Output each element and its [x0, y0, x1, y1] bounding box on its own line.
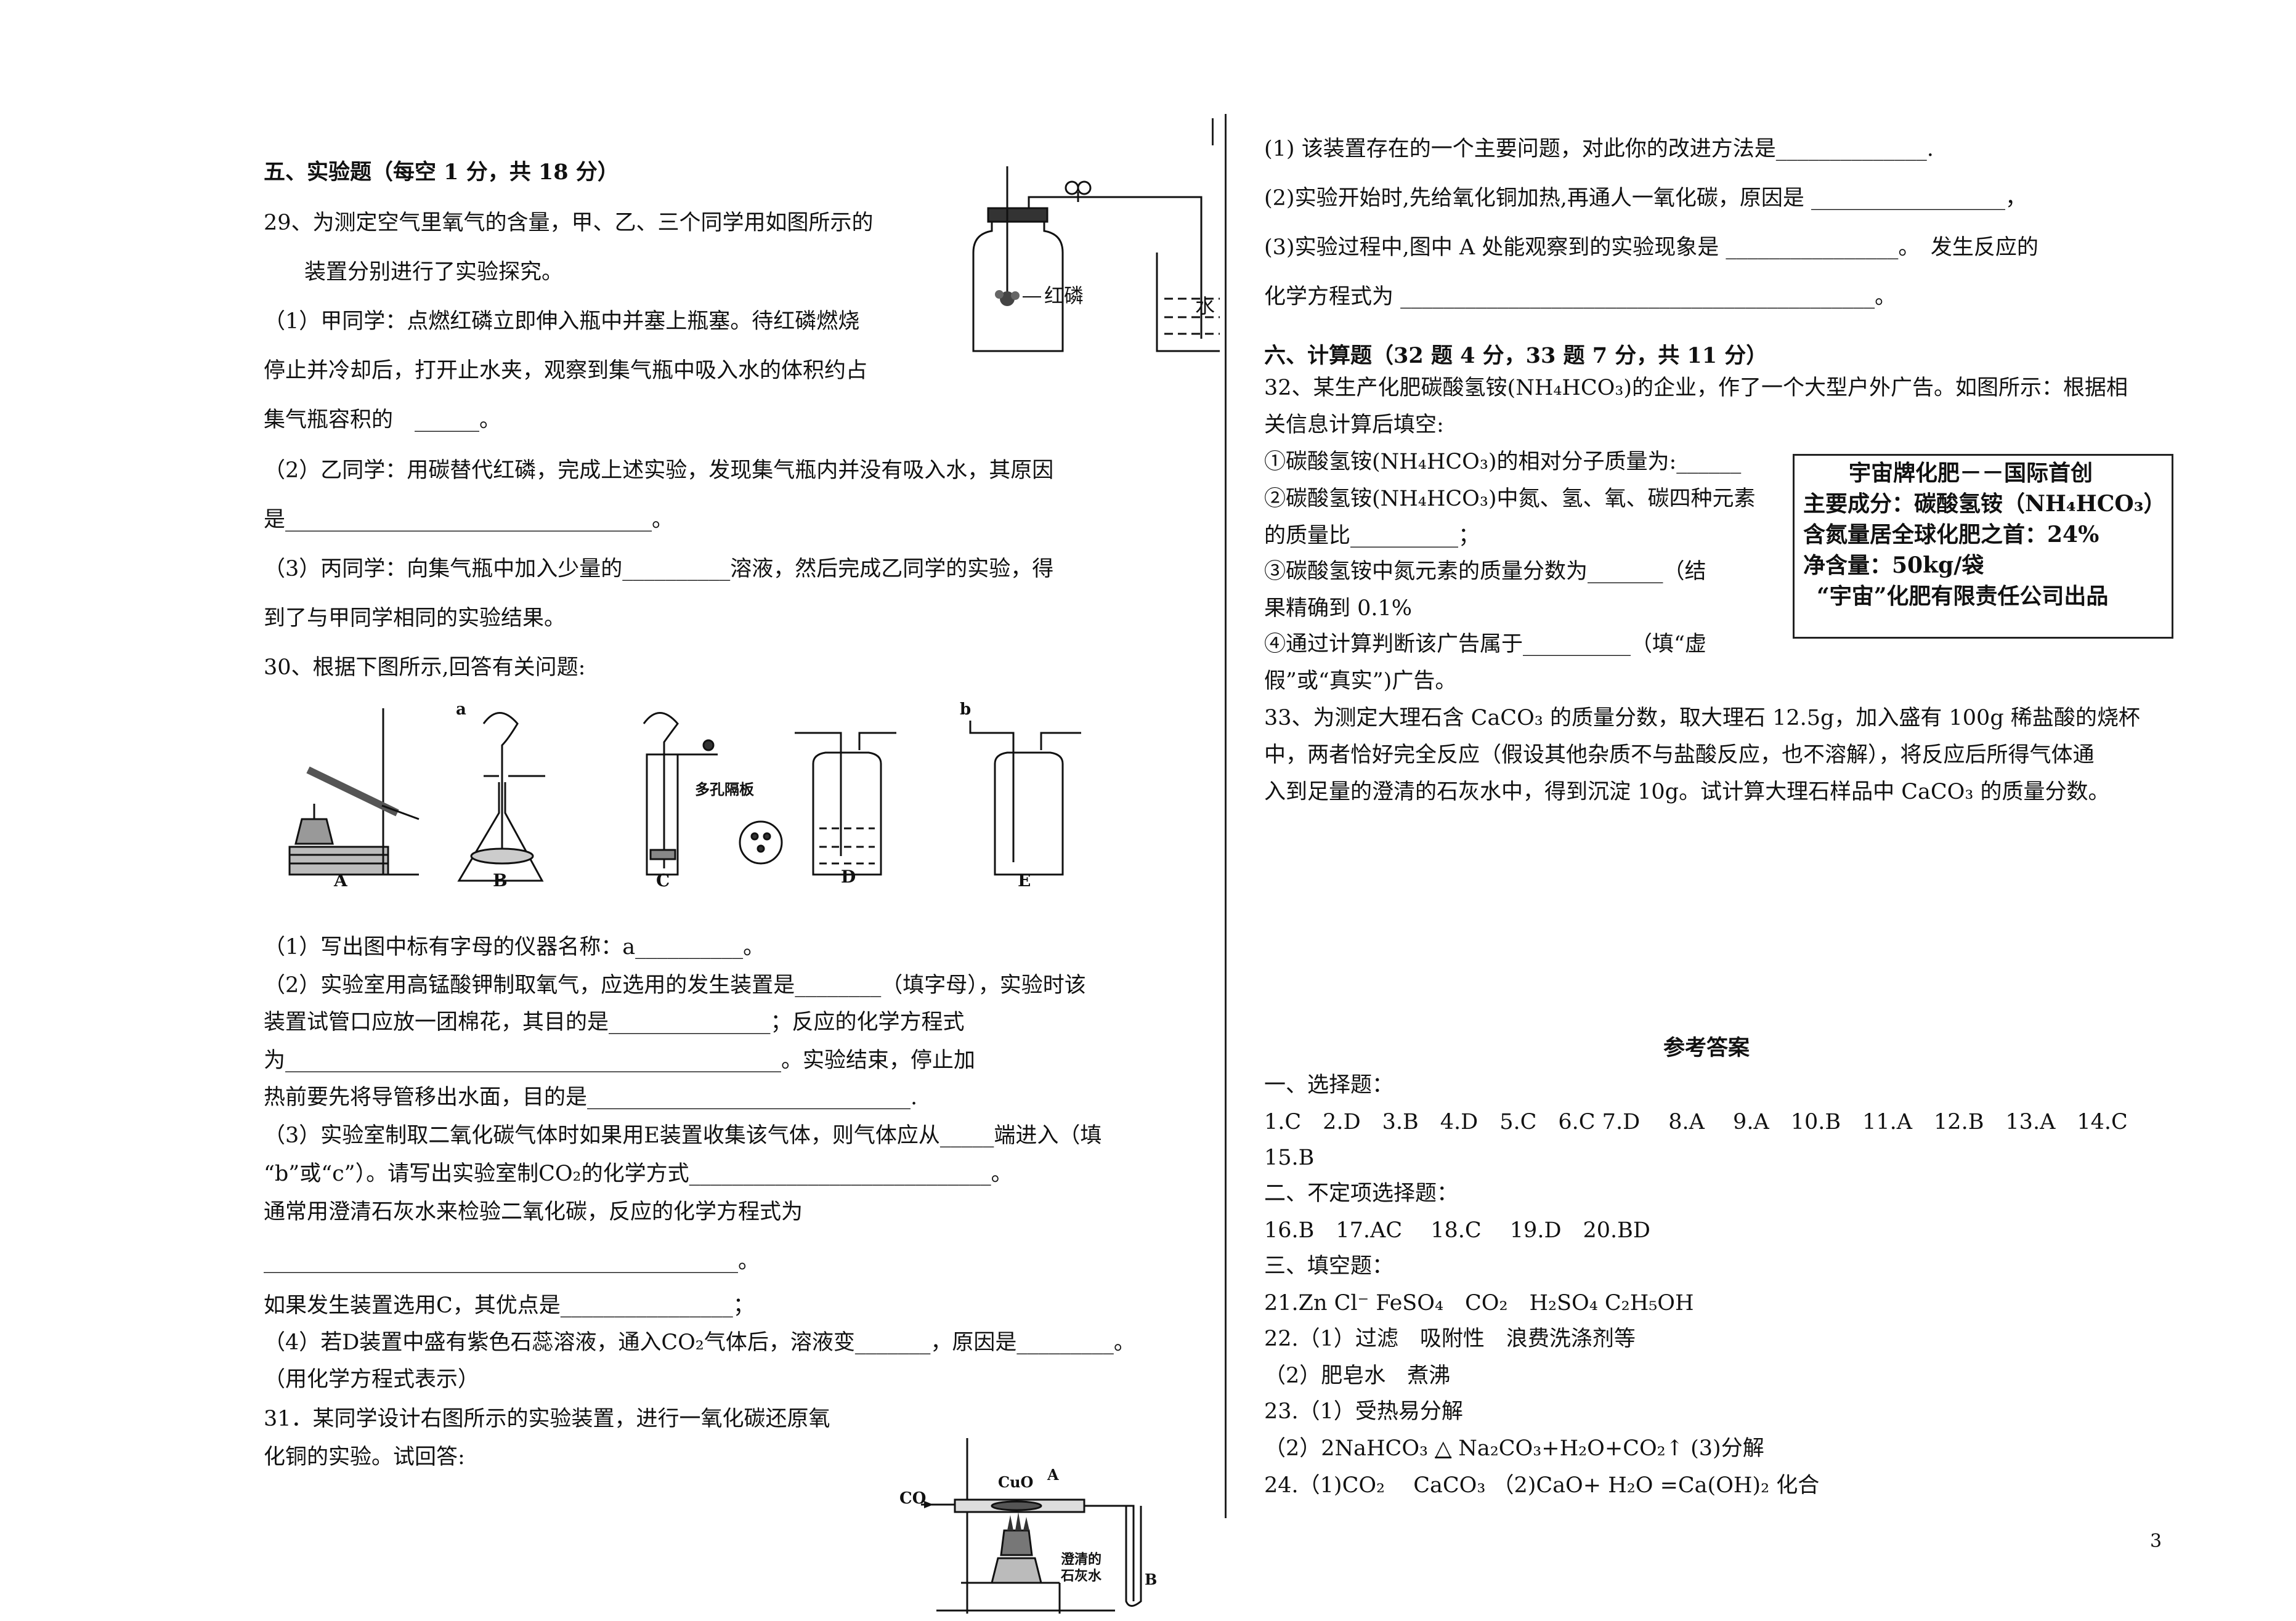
ad-line-company: “宇宙”化肥有限责任公司出品 [1817, 583, 2109, 609]
section-six-title: 六、计算题（32 题 4 分，33 题 7 分，共 11 分） [1264, 343, 1768, 368]
column-divider [1225, 114, 1227, 1518]
phosphorus-icon [995, 290, 1020, 306]
funnel-letter-a: a [456, 700, 466, 719]
answers-line-23: 23.（1）受热易分解 [1264, 1399, 1463, 1424]
q30-part3-5: 如果发生装置选用C，其优点是________________； [264, 1293, 755, 1318]
co-label: CO [899, 1489, 927, 1508]
q29-part1-text-2: 停止并冷却后，打开止水夹，观察到集气瓶中吸入水的体积约占 [264, 358, 868, 383]
q30-part1: （1）写出图中标有字母的仪器名称：a__________。 [264, 935, 765, 960]
page-number: 3 [2150, 1530, 2162, 1552]
flame-icon [1007, 1512, 1029, 1530]
section-five-title: 五、实验题（每空 1 分，共 18 分） [264, 160, 619, 185]
q29-text-2: 装置分别进行了实验探究。 [304, 260, 564, 285]
answers-line-23b: （2）2NaHCO₃ △ Na₂CO₃+H₂O+CO₂↑ (3)分解 [1264, 1435, 1764, 1462]
column-divider-mark [1212, 118, 1214, 145]
q32-part3-2: 果精确到 0.1% [1264, 596, 1413, 621]
q29-part1-text-3: 集气瓶容积的 ______。 [264, 408, 501, 432]
q29-apparatus-figure: 红磷 水 [961, 166, 1220, 360]
q33-text-1: 33、为测定大理石含 CaCO₃ 的质量分数，取大理石 12.5g，加入盛有 1… [1264, 706, 2140, 730]
q30-part4-1: （4）若D装置中盛有紫色石蕊溶液，通入CO₂气体后，溶液变_______，原因是… [264, 1330, 1135, 1355]
ad-line-weight: 净含量：50kg/袋 [1803, 552, 1984, 578]
q33-text-3: 入到足量的澄清的石灰水中，得到沉淀 10g。试计算大理石样品中 CaCO₃ 的质… [1264, 780, 2110, 804]
q31-part2: (2)实验开始时,先给氧化铜加热,再通人一氧化碳，原因是 ___________… [1264, 186, 2027, 211]
q29-part3-text-2: 到了与甲同学相同的实验结果。 [264, 606, 566, 631]
apparatus-label-d: D [841, 867, 856, 887]
ad-title: 宇宙牌化肥－－国际首创 [1849, 460, 2093, 486]
answers-line-2: 15.B [1264, 1146, 1315, 1170]
apparatus-label-e: E [1018, 870, 1031, 891]
q33-text-2: 中，两者恰好完全反应（假设其他杂质不与盐酸反应，也不溶解），将反应后所得气体通 [1264, 743, 2095, 767]
answers-line-1: 1.C 2.D 3.B 4.D 5.C 6.C 7.D 8.A 9.A 10.B… [1264, 1110, 2128, 1134]
answers-section-2: 二、不定项选择题： [1264, 1181, 1459, 1206]
answers-line-22b: （2）肥皂水 煮沸 [1264, 1364, 1451, 1388]
q31-text-2: 化铜的实验。试回答: [264, 1445, 465, 1469]
q32-part1: ①碳酸氢铵(NH₄HCO₃)的相对分子质量为:______ [1264, 450, 1742, 474]
answers-title: 参考答案 [1663, 1035, 1750, 1061]
answers-line-24: 24.（1)CO₂ CaCO₃ （2)CaO+ H₂O =Ca(OH)₂ 化合 [1264, 1473, 1820, 1498]
q30-text: 30、根据下图所示,回答有关问题: [264, 655, 586, 680]
q31-part3-1: (3)实验过程中,图中 A 处能观察到的实验现象是 ______________… [1264, 235, 2038, 260]
q31-part3-2: 化学方程式为 _________________________________… [1264, 285, 1897, 309]
q30-part4-2: （用化学方程式表示） [264, 1367, 480, 1392]
answers-line-3: 16.B 17.AC 18.C 19.D 20.BD [1264, 1218, 1650, 1243]
answers-section-3: 三、填空题： [1264, 1254, 1394, 1279]
porous-plate-label: 多孔隔板 [695, 780, 754, 798]
q29-text-1: 29、为测定空气里氧气的含量，甲、乙、三个同学用如图所示的 [264, 211, 874, 235]
q30-part2-1: （2）实验室用高锰酸钾制取氧气，应选用的发生装置是________（填字母），实… [264, 973, 1086, 998]
apparatus-label-c: C [656, 870, 670, 891]
answers-line-22: 22.（1）过滤 吸附性 浪费洗涤剂等 [1264, 1327, 1636, 1351]
point-b-label: B [1145, 1570, 1158, 1588]
water-label: 水 [1195, 294, 1215, 318]
q31-apparatus-figure: CO CuO A B 澄清的 石灰水 [899, 1432, 1207, 1617]
q30-part3-2: “b”或“c”）。请写出实验室制CO₂的化学方式________________… [264, 1162, 1013, 1186]
point-a-label: A [1047, 1466, 1059, 1484]
q29-part2-text-2: 是__________________________________。 [264, 507, 674, 532]
answers-23b-pre: （2）2NaHCO₃ [1264, 1436, 1435, 1461]
q32-part3-1: ③碳酸氢铵中氮元素的质量分数为_______（结 [1264, 559, 1706, 584]
q29-part1-text-1: （1）甲同学：点燃红磷立即伸入瓶中并塞上瓶塞。待红磷燃烧 [264, 309, 860, 334]
fertilizer-ad-box: 宇宙牌化肥－－国际首创 主要成分：碳酸氢铵（NH₄HCO₃） 含氮量居全球化肥之… [1793, 454, 2173, 639]
q30-part3-4: ________________________________________… [264, 1249, 760, 1274]
q32-text-1: 32、某生产化肥碳酸氢铵(NH₄HCO₃)的企业，作了一个大型户外广告。如图所示… [1264, 376, 2128, 400]
q32-part4-1: ④通过计算判断该广告属于__________（填“虚 [1264, 632, 1706, 657]
q30-apparatus-figure: A B C D E a b 多孔隔板 [283, 696, 1097, 899]
tube-letter-b: b [960, 700, 972, 719]
apparatus-label-b: B [493, 870, 508, 891]
cuo-label: CuO [998, 1473, 1034, 1491]
limewater-label-1: 澄清的 [1061, 1551, 1102, 1567]
q29-part2-text-1: （2）乙同学：用碳替代红磷，完成上述实验，发现集气瓶内并没有吸入水，其原因 [264, 458, 1054, 483]
q30-part3-3: 通常用澄清石灰水来检验二氧化碳，反应的化学方程式为 [264, 1200, 803, 1224]
q30-part2-2: 装置试管口应放一团棉花，其目的是_______________；反应的化学方程式 [264, 1010, 965, 1035]
q30-part2-4: 热前要先将导管移出水面，目的是_________________________… [264, 1085, 918, 1110]
q31-text-1: 31．某同学设计右图所示的实验装置，进行一氧化碳还原氧 [264, 1407, 830, 1431]
ad-line-ingredient: 主要成分：碳酸氢铵（NH₄HCO₃） [1803, 491, 2166, 517]
answers-section-1: 一、选择题： [1264, 1073, 1394, 1098]
q31-part1: (1) 该装置存在的一个主要问题，对此你的改进方法是______________… [1264, 137, 1934, 161]
q32-part4-2: 假”或“真实”)广告。 [1264, 669, 1457, 693]
apparatus-label-a: A [334, 870, 347, 891]
ad-line-nitrogen: 含氮量居全球化肥之首：24% [1803, 522, 2099, 548]
q32-part2-1: ②碳酸氢铵(NH₄HCO₃)中氮、氢、氧、碳四种元素 [1264, 487, 1756, 511]
limewater-label-2: 石灰水 [1061, 1568, 1102, 1584]
heat-triangle-icon: △ [1435, 1436, 1452, 1461]
answers-line-21: 21.Zn Cl⁻ FeSO₄ CO₂ H₂SO₄ C₂H₅OH [1264, 1291, 1694, 1316]
q32-text-2: 关信息计算后填空: [1264, 413, 1444, 437]
q32-part2-2: 的质量比__________； [1264, 523, 1480, 548]
answers-23b-post: Na₂CO₃+H₂O+CO₂↑ (3)分解 [1451, 1436, 1764, 1461]
q30-part2-3: 为_______________________________________… [264, 1048, 976, 1073]
phosphorus-label: 红磷 [1044, 284, 1084, 307]
q30-part3-1: （3）实验室制取二氧化碳气体时如果用E装置收集该气体，则气体应从_____端进入… [264, 1123, 1102, 1148]
q29-part3-text-1: （3）丙同学：向集气瓶中加入少量的__________溶液，然后完成乙同学的实验… [264, 557, 1054, 581]
